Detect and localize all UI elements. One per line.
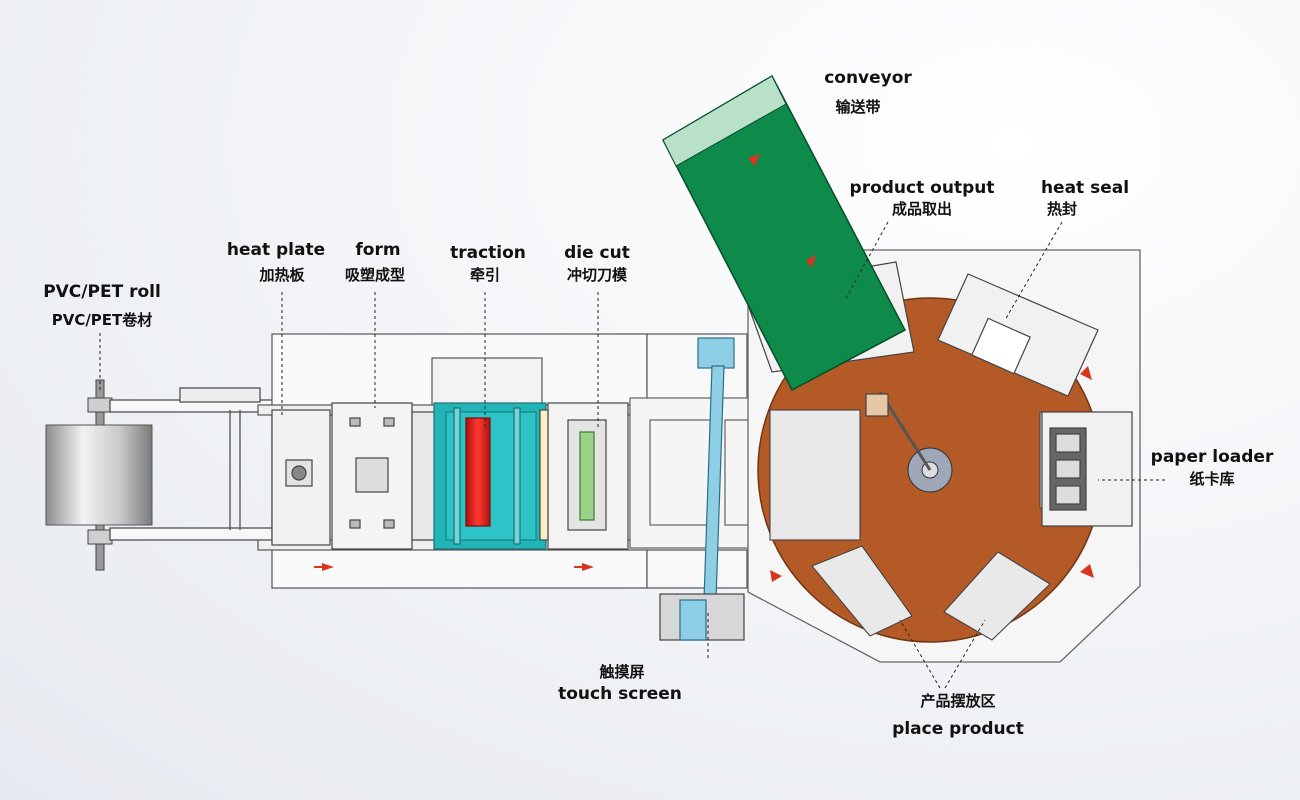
- heat-seal-label-zh: 热封: [1046, 200, 1078, 218]
- unwind-frame: [109, 387, 276, 541]
- die-cut-module: [539, 402, 629, 550]
- leader-lines: [99, 221, 1165, 689]
- paper-loader-module: [1041, 411, 1133, 527]
- pvc-roll-label-en: PVC/PET roll: [43, 282, 161, 302]
- heat-plate-label-en: heat plate: [226, 240, 326, 260]
- traction-label-zh: 牵引: [469, 266, 501, 284]
- conveyor-belt: [662, 74, 907, 392]
- die-cut-label-zh: 冲切刀模: [566, 266, 628, 284]
- heat-plate-label-zh: 加热板: [259, 266, 305, 284]
- product-output-label-en: product output: [849, 178, 995, 198]
- pvc-roll-label-zh: PVC/PET卷材: [51, 311, 153, 329]
- traction-label-en: traction: [450, 243, 526, 263]
- pvc-roll: [45, 379, 153, 571]
- heat-seal-label-en: heat seal: [1040, 178, 1130, 198]
- die-cut-label-en: die cut: [564, 243, 630, 263]
- paper-loader-label-en: paper loader: [1150, 447, 1274, 467]
- product-output-label-zh: 成品取出: [891, 200, 953, 218]
- conveyor-label-en: conveyor: [824, 68, 912, 88]
- heat-plate-module: [271, 409, 331, 546]
- place-product-label-zh: 产品摆放区: [920, 692, 996, 710]
- form-label-en: form: [355, 240, 401, 260]
- flow-arrows-base: [314, 563, 594, 571]
- touch-screen-arm: [659, 337, 745, 641]
- touch-screen-label-en: touch screen: [558, 684, 682, 704]
- paper-loader-label-zh: 纸卡库: [1189, 470, 1235, 488]
- form-label-zh: 吸塑成型: [344, 266, 406, 284]
- form-module: [331, 402, 437, 550]
- conveyor-label-zh: 输送带: [835, 98, 881, 116]
- place-product-label-en: place product: [892, 719, 1024, 739]
- traction-module: [433, 402, 547, 550]
- heat-seal-module: [937, 273, 1099, 397]
- flow-arrows-turntable: [770, 366, 1094, 582]
- touch-screen-label-zh: 触摸屏: [599, 663, 645, 681]
